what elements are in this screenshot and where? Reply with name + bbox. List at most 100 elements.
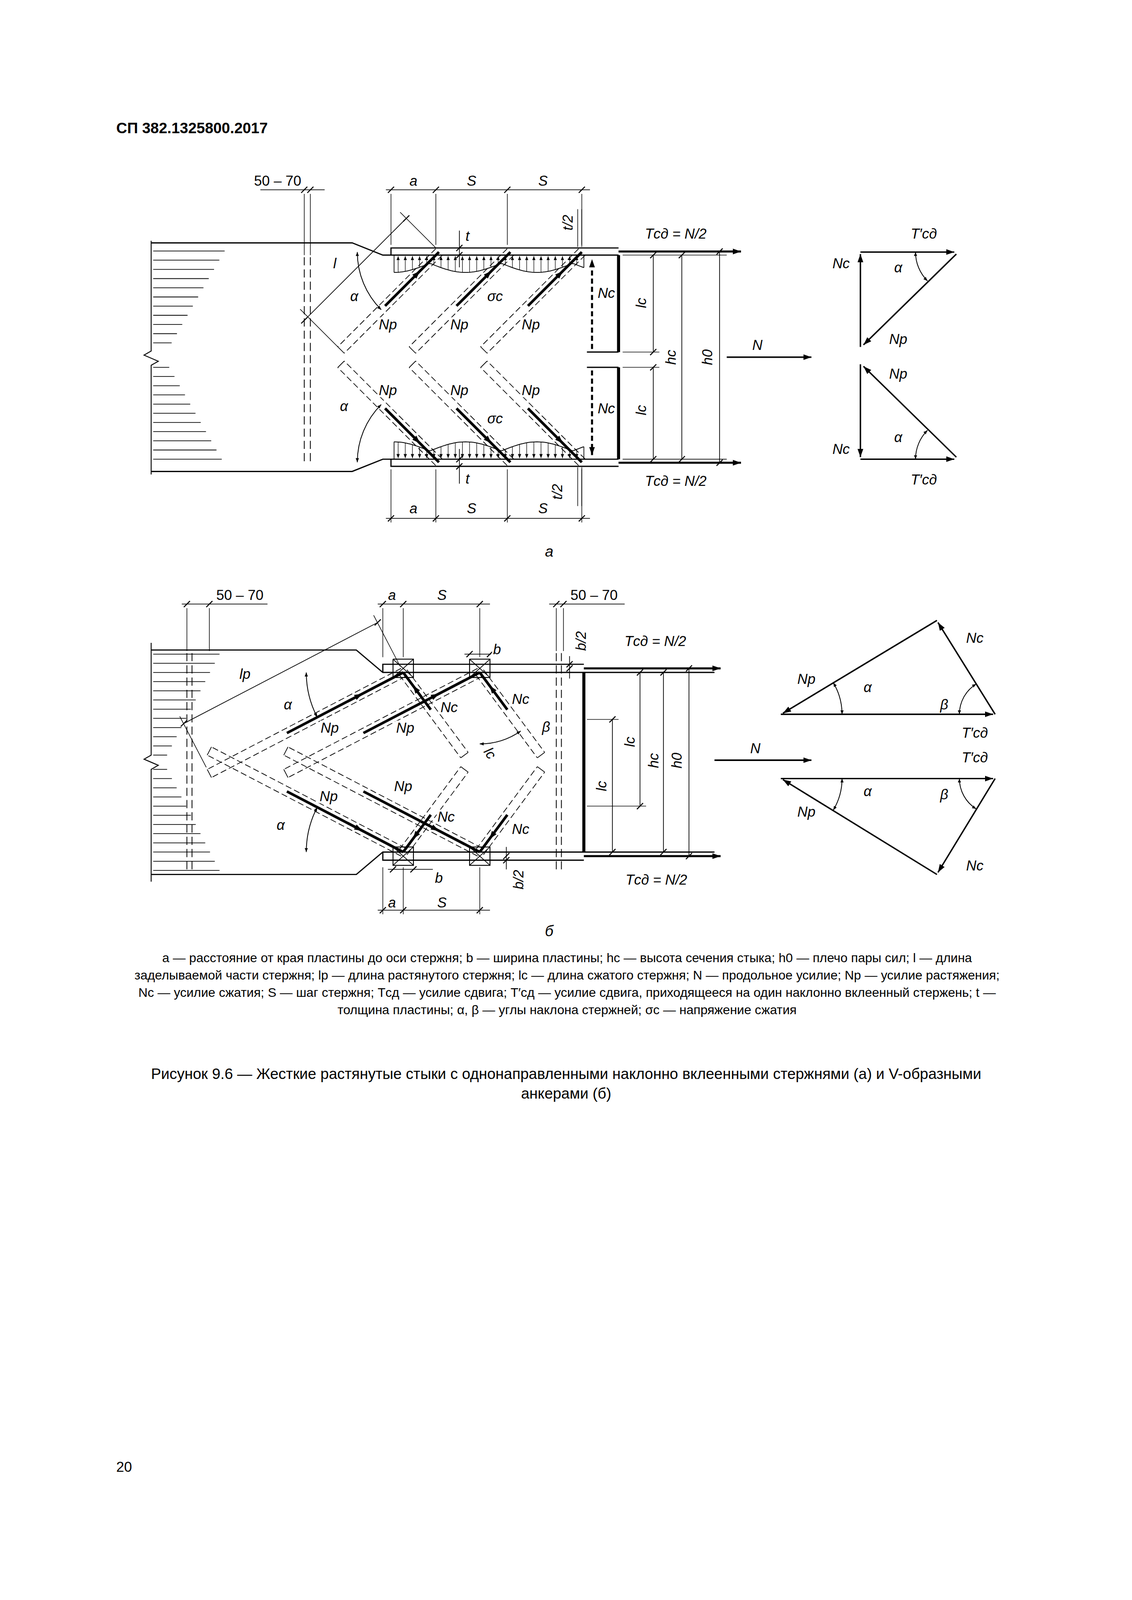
extension-line (402, 867, 404, 915)
compression-force (590, 259, 593, 350)
bolt-line (303, 257, 305, 465)
end-plate (586, 366, 619, 369)
stress-hatch (153, 662, 215, 664)
stress-arrow (569, 449, 570, 459)
stress-hatch (153, 314, 188, 316)
rod-force (392, 693, 439, 718)
dimension-line (662, 672, 664, 853)
extension-line (556, 608, 557, 652)
symbol-label: α (893, 260, 904, 275)
stress-arrow (526, 442, 527, 459)
stress-arrow (440, 255, 442, 268)
extension-line (390, 193, 392, 246)
stress-hatch (153, 814, 192, 816)
stress-hatch (153, 403, 191, 405)
rod-hole (406, 772, 469, 855)
dimension-line (260, 189, 325, 191)
bolt-line (191, 652, 193, 870)
stress-arrow (540, 255, 542, 272)
anchor-plate (392, 846, 414, 866)
symbol-label: t (464, 228, 471, 243)
dimension-tick (476, 907, 483, 913)
stress-hatch (153, 727, 182, 729)
symbol-label: Nр (449, 317, 470, 332)
dimension-line (386, 189, 590, 191)
dimension-line (652, 255, 654, 352)
extension-line (506, 193, 508, 246)
glued-rod (527, 251, 582, 306)
end-plate (616, 255, 621, 352)
dimension-tick (609, 849, 616, 856)
extension-line (577, 209, 579, 248)
symbol-label: Tсд = N/2 (643, 473, 708, 488)
extension-line (563, 608, 564, 652)
symbol-label: Nр (377, 382, 398, 397)
anchor-plate (392, 659, 414, 678)
stress-arrow (490, 255, 492, 267)
rod-end (207, 746, 212, 756)
extension-line (303, 193, 305, 256)
extension-line (435, 193, 437, 246)
symbol-label: Nс (596, 286, 616, 301)
dimension-tick (660, 849, 667, 856)
timber-edge (151, 459, 619, 472)
rod-force (316, 693, 363, 718)
symbol-label: hс (663, 349, 678, 366)
dimension-line (304, 218, 407, 321)
force-vector (782, 620, 938, 714)
symbol-label: b (433, 870, 444, 885)
stress-hatch (153, 449, 217, 451)
figure-caption: Рисунок 9.6 — Жесткие растянутые стыки с… (132, 1064, 1000, 1104)
glued-rod (479, 814, 508, 853)
symbol-label: Nр (888, 331, 909, 346)
anchor-plate (392, 659, 414, 678)
rod-force (398, 271, 420, 293)
dimension-line (181, 603, 268, 605)
symbol-label: lс (480, 744, 500, 762)
glued-rod (479, 672, 508, 710)
shear-force (618, 461, 741, 464)
bolt-line (561, 652, 563, 873)
dimension-tick (503, 857, 510, 864)
extension-line (479, 608, 480, 658)
rod-force (489, 685, 501, 701)
stress-arrow (462, 255, 463, 273)
stress-hatch (153, 824, 196, 825)
stress-hatch (153, 805, 187, 807)
symbol-label: Nс (436, 809, 456, 824)
symbol-label: Nр (520, 317, 541, 332)
stress-hatch (153, 278, 209, 280)
stress-hatch (153, 250, 225, 252)
dimension-tick (456, 463, 463, 470)
end-plate (586, 351, 619, 353)
stress-hatch (153, 269, 214, 271)
stress-arrow (433, 255, 434, 265)
stress-hatch (153, 653, 220, 655)
symbol-label: σс (486, 411, 504, 426)
running-header: СП 382.1325800.2017 (115, 119, 269, 136)
symbol-label: N (749, 740, 762, 756)
stress-hatch (153, 745, 173, 747)
symbol-label: h0 (669, 751, 684, 769)
stress-arrow (419, 255, 420, 267)
symbol-label: Nс (831, 442, 851, 457)
rod-end (537, 766, 545, 773)
symbol-label: Nс (965, 631, 985, 646)
compression-force (590, 370, 593, 456)
rod-hole (480, 367, 579, 466)
rod-end (337, 360, 345, 368)
dimension-tick (678, 456, 685, 463)
stress-arrow (426, 255, 428, 265)
dimension-line (506, 846, 507, 870)
dimension-line (681, 255, 683, 460)
symbol-label: a (408, 173, 418, 188)
stress-hatch (153, 860, 215, 862)
symbol-label: S (537, 173, 549, 188)
rod-hole (283, 755, 478, 856)
glued-rod (286, 672, 404, 734)
dimension-label: 50 – 70 (215, 588, 265, 603)
dimension-line (183, 622, 378, 724)
dimension-line (569, 656, 571, 679)
stress-arrow (554, 444, 556, 459)
